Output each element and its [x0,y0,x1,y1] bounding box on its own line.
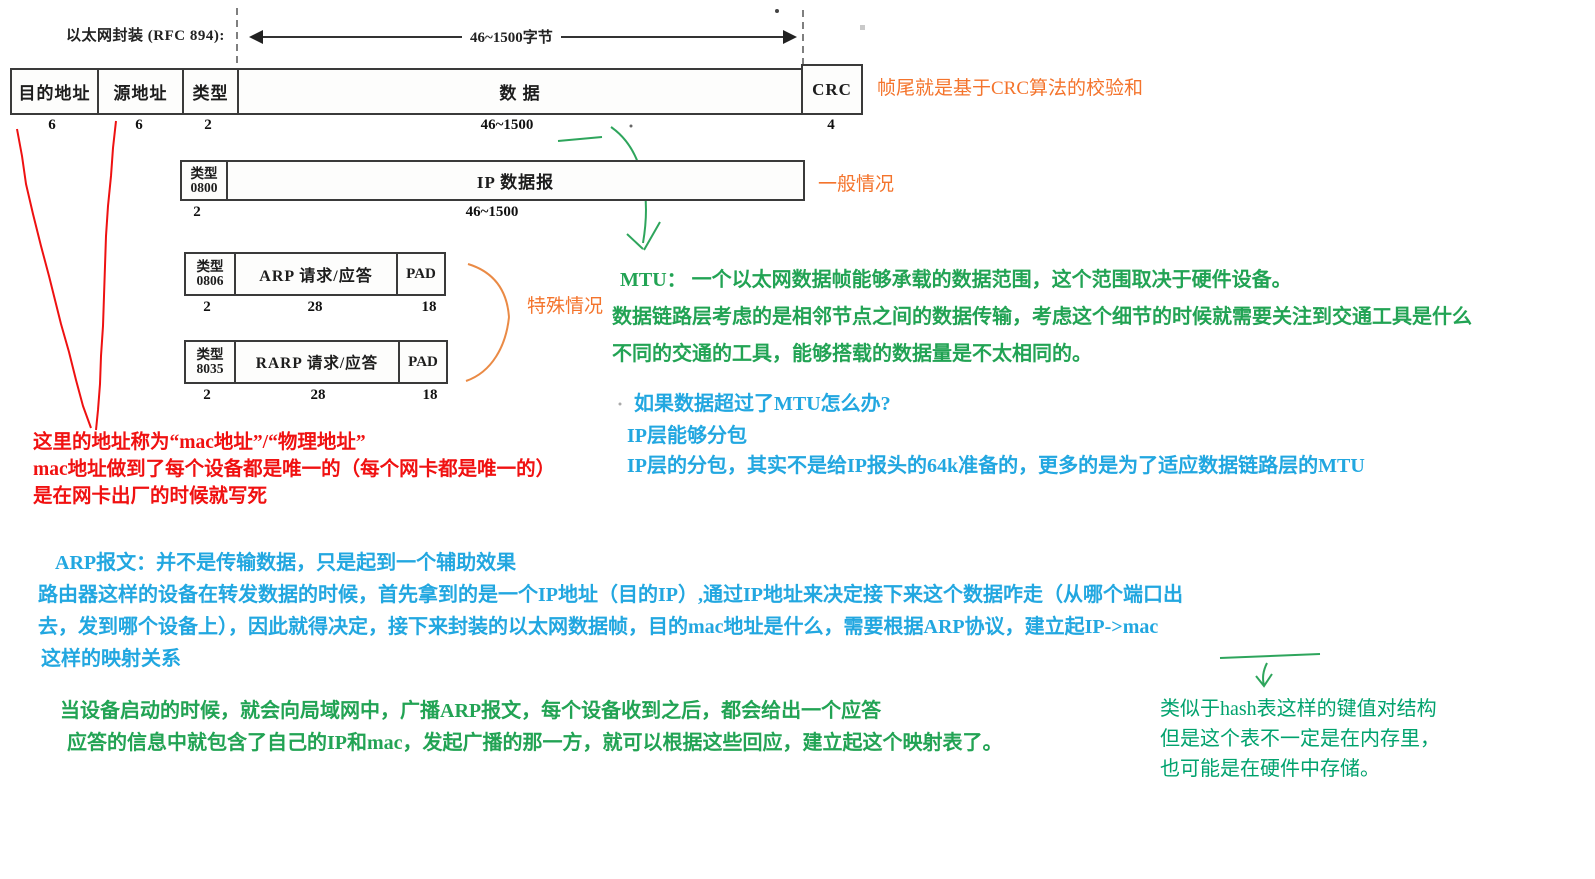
mac-note-line: 这里的地址称为“mac地址”/“物理地址” [33,432,366,453]
arp-pad-size: 18 [421,299,437,315]
byte-range-label: 46~1500字节 [462,26,561,47]
mtu-question-line: 如果数据超过了MTU怎么办? [634,393,891,415]
size-data: 46~1500 [480,117,534,133]
field-type: 类型 [182,70,237,113]
arp-payload-cell: ARP 请求/应答 [234,254,396,294]
rarp-pad-size: 18 [422,387,438,403]
arp-note-line: 路由器这样的设备在转发数据的时候，首先拿到的是一个IP地址（目的IP）,通过IP… [38,584,1183,606]
red-pointer-line-left [16,128,92,429]
arp-note-line: ARP报文：并不是传输数据，只是起到一个辅助效果 [55,552,517,574]
hash-note-line: 也可能是在硬件中存储。 [1160,758,1380,780]
field-data: 数 据 [237,70,801,113]
arp-note-line: 去，发到哪个设备上），因此就得决定，接下来封装的以太网数据帧，目的mac地址是什… [38,616,1159,638]
arp-type-size: 2 [203,299,211,315]
ip-row: 类型 0800 IP 数据报 [180,160,805,201]
arp-payload-size: 28 [307,299,323,315]
field-dest-addr: 目的地址 [18,84,91,103]
ethernet-frame-row: 目的地址 源地址 类型 数 据 [10,68,803,115]
rarp-payload-size: 28 [310,387,326,403]
size-type: 2 [204,117,212,133]
mtu-note-line: 数据链路层考虑的是相邻节点之间的数据传输，考虑这个细节的时候就需要关注到交通工具… [612,306,1472,328]
mac-note-line: 是在网卡出厂的时候就写死 [33,486,268,507]
hash-note-line: 但是这个表不一定是在内存里， [1160,728,1440,750]
arp-row: 类型 0806 ARP 请求/应答 PAD [184,252,446,296]
ip-payload-size: 46~1500 [465,204,519,220]
size-crc: 4 [827,117,835,133]
general-case-note: 一般情况 [818,174,895,195]
crc-note: 帧尾就是基于CRC算法的校验和 [877,78,1144,99]
mtu-note-line: 不同的交通的工具，能够搭载的数据量是不太相同的。 [612,343,1092,365]
arp-type-cell: 类型 0806 [196,259,224,288]
size-src: 6 [135,117,143,133]
rarp-type-size: 2 [203,387,211,403]
scan-speck [775,9,779,13]
arp-note-line: 这样的映射关系 [41,648,181,670]
green-underline-ipmac [1219,653,1321,659]
rarp-pad-cell: PAD [398,342,446,382]
broadcast-note-line: 当设备启动的时候，就会向局域网中，广播ARP报文，每个设备收到之后，都会给出一个… [60,700,882,722]
rarp-type-cell: 类型 8035 [196,347,224,376]
hash-note-line: 类似于hash表这样的键值对结构 [1160,698,1437,720]
diagram-caption: 以太网封装 (RFC 894): [66,28,225,44]
broadcast-note-line: 应答的信息中就包含了自己的IP和mac，发起广播的那一方，就可以根据这些回应，建… [67,732,1003,754]
field-src-addr: 源地址 [97,70,182,113]
size-dest: 6 [48,117,56,133]
mac-note-line: mac地址做到了每个设备都是唯一的（每个网卡都是唯一的） [33,459,556,480]
mtu-question-line: IP层能够分包 [627,425,747,447]
green-curve-arrowhead [626,221,661,251]
mtu-question-line: IP层的分包，其实不是给IP报头的64k准备的，更多的是为了适应数据链路层的MT… [627,455,1365,477]
green-down-arrow [1262,662,1268,686]
green-down-arrowhead [1255,673,1273,688]
mtu-note-line: MTU： 一个以太网数据帧能够承载的数据范围，这个范围取决于硬件设备。 [620,269,1292,291]
green-underline-data-size [557,136,603,142]
field-crc: CRC [801,64,863,115]
scan-speck [629,124,633,128]
ip-type-cell: 类型 0800 [190,165,218,195]
scan-speck [618,402,622,406]
rarp-payload-cell: RARP 请求/应答 [234,342,398,382]
rarp-row: 类型 8035 RARP 请求/应答 PAD [184,340,448,384]
orange-brace-top [467,263,510,318]
scan-speck [860,25,865,30]
special-case-note: 特殊情况 [527,296,604,317]
red-pointer-line-right [95,120,117,431]
orange-brace-bottom [465,316,510,382]
ip-payload-cell: IP 数据报 [226,162,803,199]
arp-pad-cell: PAD [396,254,444,294]
ip-type-size: 2 [193,204,201,220]
